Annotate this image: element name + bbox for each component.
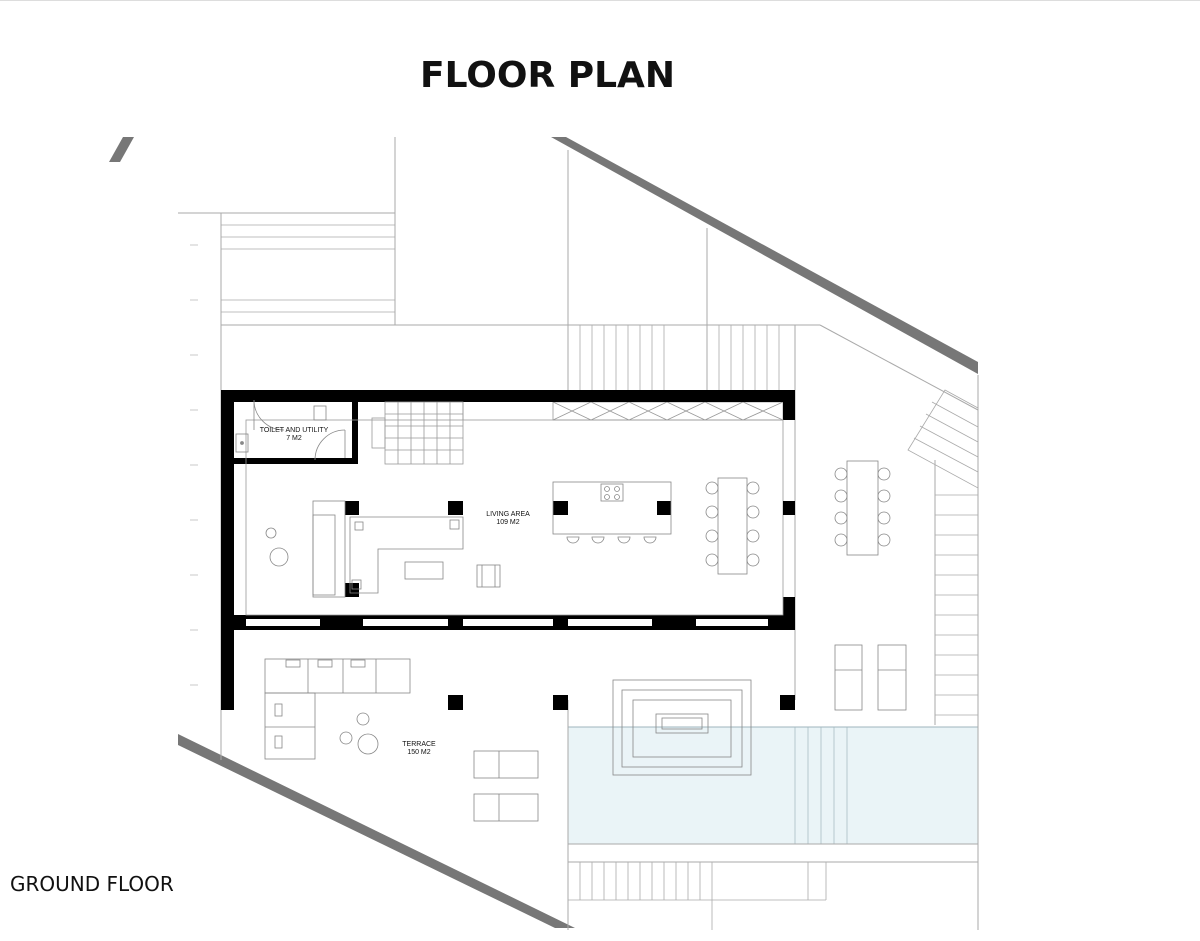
terrace-area: 150 M2 bbox=[407, 749, 430, 756]
page-title: FLOOR PLAN bbox=[420, 55, 676, 96]
swimming-pool bbox=[567, 726, 979, 845]
stairs-entrance bbox=[579, 325, 780, 390]
toilet-fixtures bbox=[235, 399, 346, 461]
kitchen-island bbox=[552, 481, 672, 544]
toilet-area: 7 M2 bbox=[286, 435, 302, 442]
stairs-diagonal-right bbox=[907, 389, 979, 489]
dining-table bbox=[705, 477, 760, 575]
floor-caption: GROUND FLOOR bbox=[10, 872, 174, 896]
living-furniture bbox=[265, 500, 501, 598]
living-area-label: LIVING AREA bbox=[486, 511, 530, 518]
terrace-label: TERRACE bbox=[402, 741, 436, 748]
site-boundary-walls bbox=[109, 137, 978, 928]
building-walls bbox=[221, 390, 795, 710]
window-strip bbox=[552, 401, 784, 421]
living-area-area: 109 M2 bbox=[496, 519, 519, 526]
structural-columns bbox=[345, 501, 795, 710]
interior-staircase bbox=[371, 401, 464, 465]
stairs-upper-left bbox=[221, 224, 395, 313]
toilet-label: TOILET AND UTILITY bbox=[260, 427, 329, 434]
sun-loungers bbox=[473, 644, 907, 822]
top-border-line bbox=[0, 0, 1200, 1]
outdoor-dining-table bbox=[834, 460, 891, 556]
left-edge-markers bbox=[190, 244, 198, 686]
pool-steps bbox=[794, 727, 848, 844]
outdoor-fire-pit bbox=[612, 679, 752, 776]
terrace-lounge bbox=[264, 658, 411, 760]
stairs-bottom bbox=[568, 862, 827, 930]
stairs-right-side bbox=[935, 494, 978, 716]
